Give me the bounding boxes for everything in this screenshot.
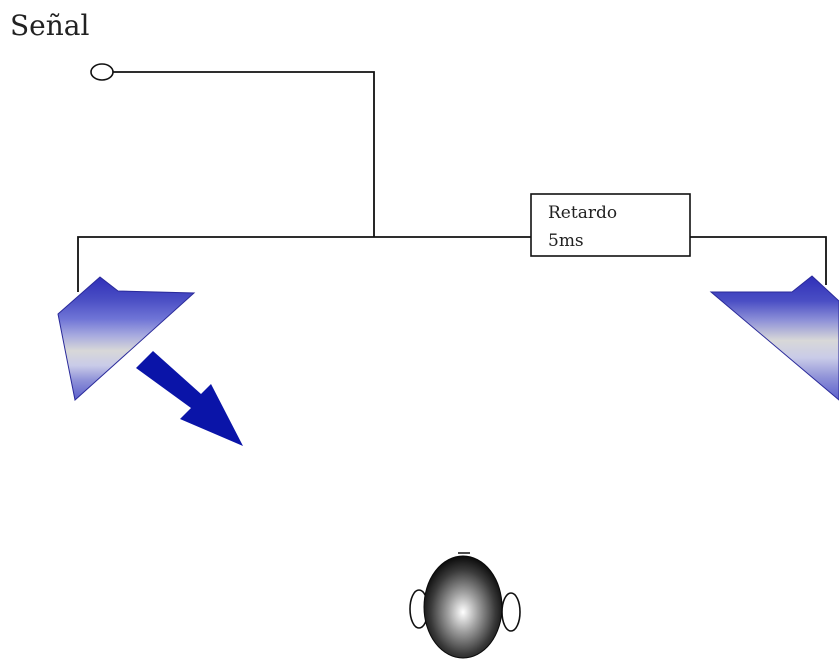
left-speaker-icon bbox=[57, 276, 196, 401]
delay-label: Retardo bbox=[548, 203, 617, 223]
left-speaker-wire bbox=[77, 236, 374, 292]
right-ear bbox=[501, 592, 521, 632]
delay-value: 5ms bbox=[548, 231, 584, 251]
head bbox=[423, 555, 503, 659]
right-speaker-wire bbox=[690, 236, 827, 285]
listener-head-icon bbox=[409, 552, 521, 659]
delay-box: Retardo 5ms bbox=[530, 193, 691, 257]
sound-direction-arrow-icon bbox=[136, 351, 243, 446]
signal-label: Señal bbox=[10, 9, 89, 42]
right-speaker-icon bbox=[709, 275, 839, 401]
wiring bbox=[77, 71, 827, 292]
signal-wire bbox=[113, 71, 375, 237]
signal-terminal-icon bbox=[90, 63, 114, 81]
